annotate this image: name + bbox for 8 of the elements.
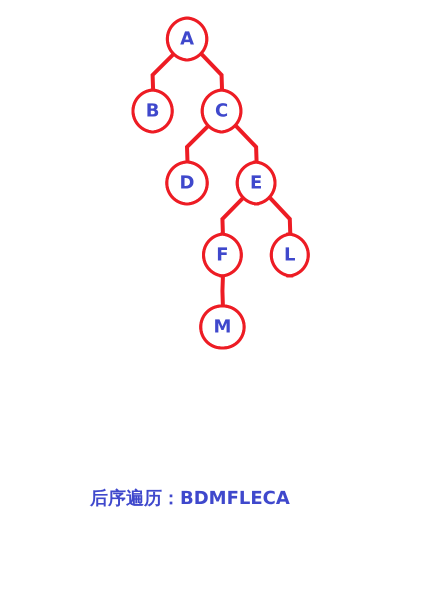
connector [220, 196, 246, 235]
connector [220, 276, 226, 307]
connector [200, 52, 224, 91]
connector [185, 124, 210, 163]
connector [150, 52, 176, 91]
connector [268, 196, 293, 235]
traversal-note: 后序遍历：BDMFLECA [90, 487, 290, 510]
connector [234, 124, 259, 163]
